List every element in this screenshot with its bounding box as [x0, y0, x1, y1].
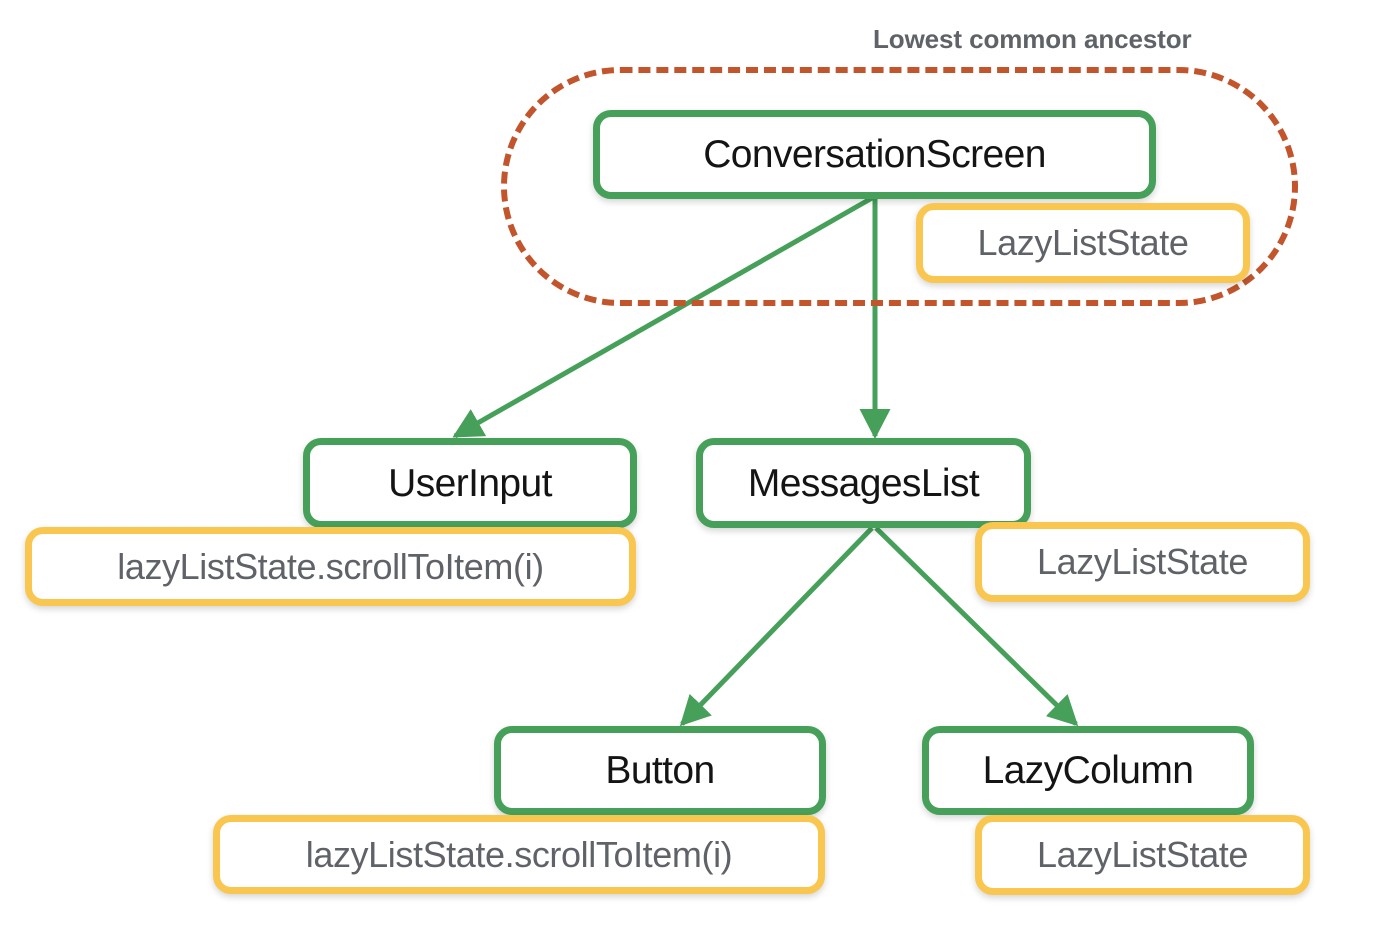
node-messages-list[interactable]: MessagesList	[696, 438, 1031, 528]
edge-messageslist-to-button	[679, 526, 874, 727]
node-user-input-label: UserInput	[388, 461, 552, 505]
node-lazy-column-state-label: LazyListState	[1037, 834, 1248, 875]
node-button-scroll-call-label: lazyListState.scrollToItem(i)	[305, 833, 733, 875]
node-conversation-screen-state-label: LazyListState	[977, 222, 1189, 263]
node-user-input-scroll-call-label: lazyListState.scrollToItem(i)	[117, 545, 544, 587]
lowest-common-ancestor-region	[501, 67, 1298, 306]
node-messages-list-state[interactable]: LazyListState	[975, 522, 1310, 602]
node-user-input[interactable]: UserInput	[303, 438, 637, 528]
node-messages-list-label: MessagesList	[747, 461, 980, 505]
node-conversation-screen-label: ConversationScreen	[703, 133, 1046, 176]
node-lazy-column-label: LazyColumn	[982, 749, 1194, 792]
node-messages-list-state-label: LazyListState	[1037, 541, 1248, 582]
node-button-label: Button	[605, 749, 715, 792]
node-button[interactable]: Button	[494, 726, 826, 815]
node-conversation-screen[interactable]: ConversationScreen	[593, 110, 1156, 199]
node-lazy-column-state[interactable]: LazyListState	[975, 815, 1310, 895]
node-button-scroll-call[interactable]: lazyListState.scrollToItem(i)	[213, 815, 825, 894]
lowest-common-ancestor-label: Lowest common ancestor	[873, 24, 1192, 54]
node-user-input-scroll-call[interactable]: lazyListState.scrollToItem(i)	[25, 527, 636, 606]
node-conversation-screen-state[interactable]: LazyListState	[916, 203, 1250, 283]
node-lazy-column[interactable]: LazyColumn	[922, 726, 1254, 815]
